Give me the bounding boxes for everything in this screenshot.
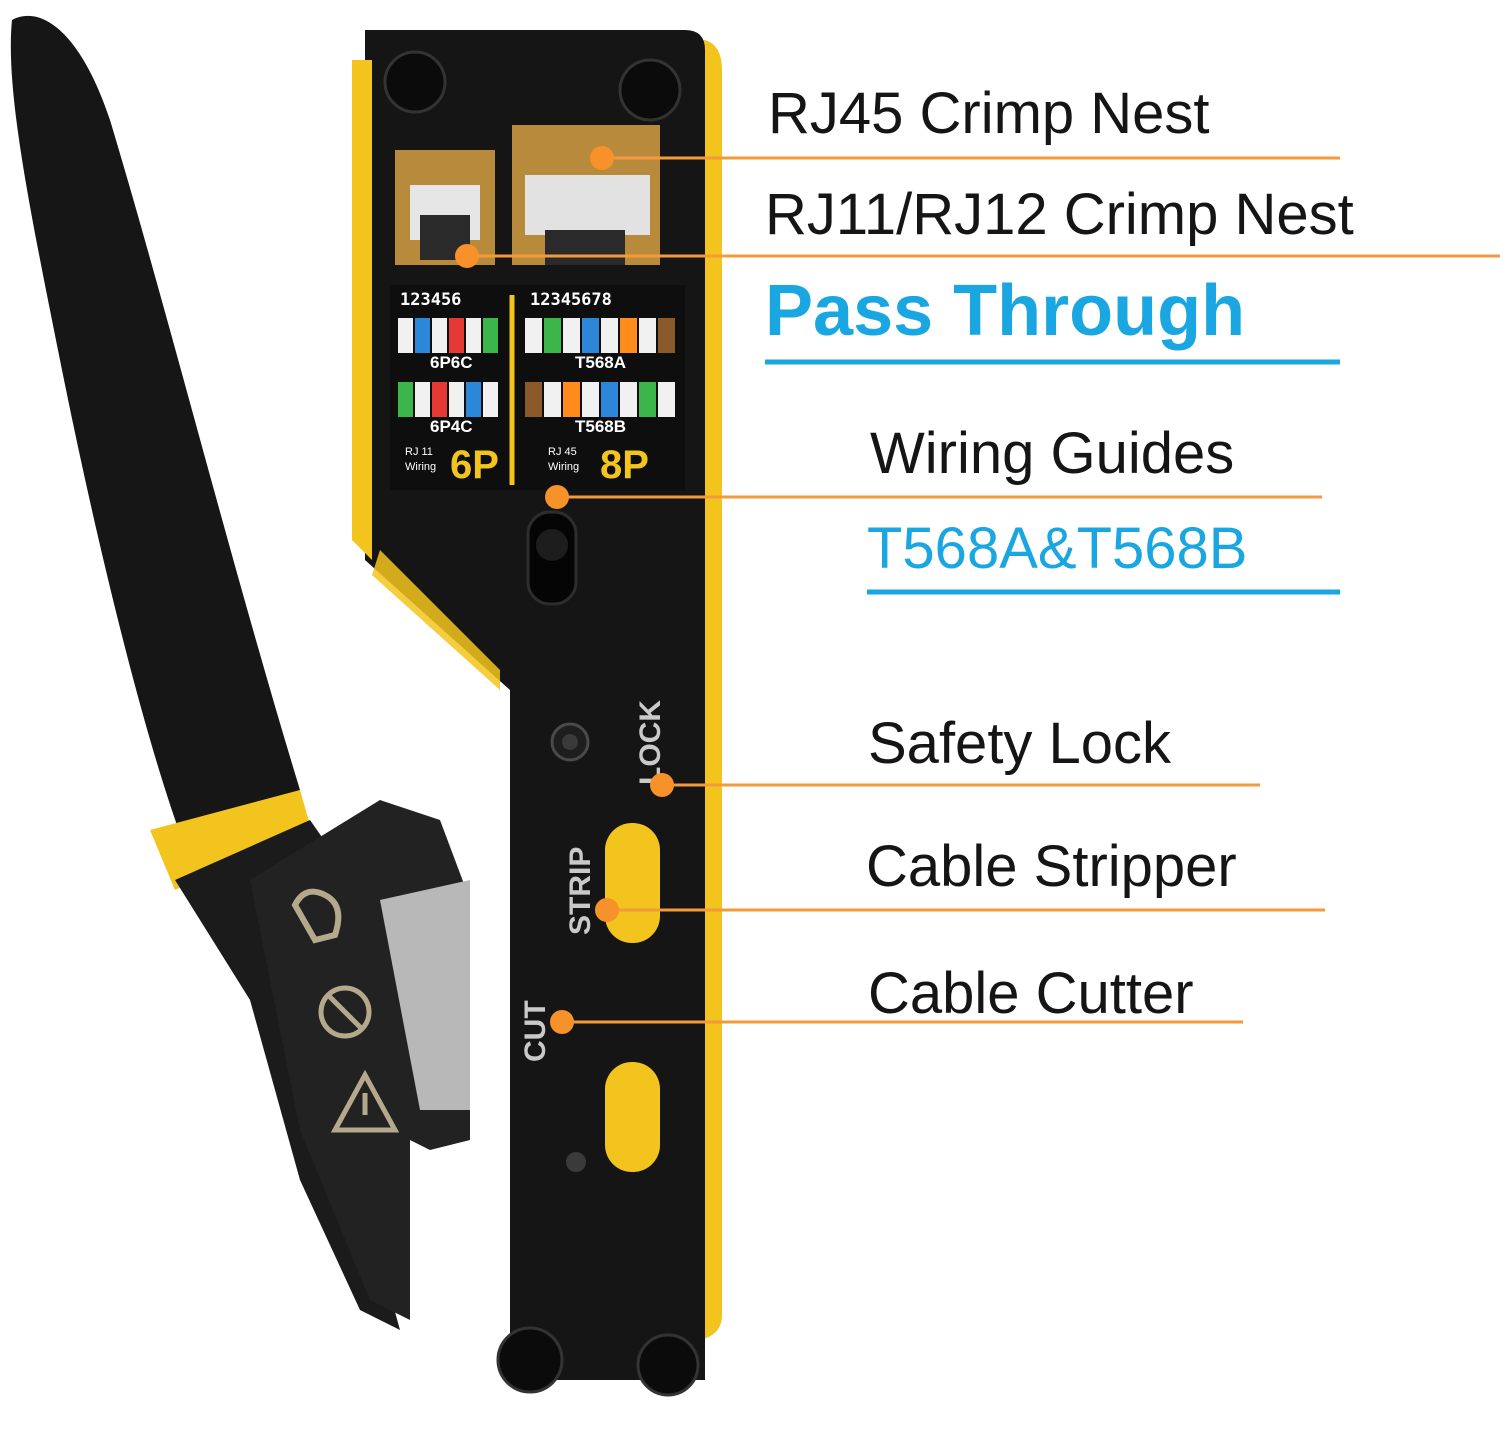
cut-pad xyxy=(605,1062,660,1172)
wire-stripe xyxy=(432,318,447,353)
cable-icon xyxy=(291,888,342,944)
callout-dots xyxy=(455,146,674,1034)
warning-icon xyxy=(330,1069,400,1133)
pass-through-heading: Pass Through xyxy=(765,271,1246,351)
wire-stripe xyxy=(449,382,464,417)
wire-stripe xyxy=(415,382,430,417)
wiring-small-label-8: Wiring xyxy=(548,461,579,473)
cable-stripper-label: Cable Stripper xyxy=(866,834,1237,899)
wiring-guide-card: 12345678 123456 T568A T568B 6P6C 6P4C 8P… xyxy=(390,285,685,490)
wire-stripe xyxy=(483,382,498,417)
wire-stripe xyxy=(582,382,599,417)
wire-stripe xyxy=(563,318,580,353)
cut-label: CUT xyxy=(519,1000,552,1062)
rj45-small-label: RJ 45 xyxy=(548,446,577,458)
t568a-label: T568A xyxy=(575,353,626,372)
wire-stripe xyxy=(466,382,481,417)
crimp-nests xyxy=(395,125,660,265)
lock-label: LOCK xyxy=(634,700,667,785)
leader-lines xyxy=(467,156,1500,1024)
wire-stripe xyxy=(620,318,637,353)
jaw-plate xyxy=(250,800,470,1320)
wire-stripe xyxy=(432,382,447,417)
cable-cutter-label: Cable Cutter xyxy=(868,961,1194,1026)
p6c4-label: 6P4C xyxy=(430,417,473,436)
wire-stripe xyxy=(466,318,481,353)
wire-stripe xyxy=(601,382,618,417)
wire-stripe xyxy=(544,382,561,417)
label-8p: 8P xyxy=(600,443,649,487)
wire-stripe xyxy=(525,318,542,353)
rj45-crimp-nest-label: RJ45 Crimp Nest xyxy=(768,81,1210,146)
blue-underlines xyxy=(765,359,1340,595)
wire-stripe xyxy=(449,318,464,353)
wire-stripe xyxy=(483,318,498,353)
strip-label: STRIP xyxy=(564,847,597,935)
p6c6-label: 6P6C xyxy=(430,353,473,372)
t568-standards-label: T568A&T568B xyxy=(867,516,1248,581)
wire-stripe xyxy=(415,318,430,353)
wire-stripe xyxy=(398,382,413,417)
wire-stripe xyxy=(398,318,413,353)
wire-stripe xyxy=(563,382,580,417)
pin-numbers-8: 12345678 xyxy=(530,290,612,310)
wiring-guides-label: Wiring Guides xyxy=(870,421,1235,486)
wire-stripe xyxy=(582,318,599,353)
t568b-label: T568B xyxy=(575,417,626,436)
rj11-crimp-nest-label: RJ11/RJ12 Crimp Nest xyxy=(765,182,1354,247)
no-shock-icon xyxy=(318,985,372,1039)
wire-stripe xyxy=(639,382,656,417)
safety-lock-label: Safety Lock xyxy=(868,711,1172,776)
pin-numbers-6: 123456 xyxy=(400,290,461,310)
label-6p: 6P xyxy=(450,443,499,487)
rivets xyxy=(383,50,700,1397)
wire-stripe xyxy=(639,318,656,353)
wire-stripe xyxy=(658,318,675,353)
wire-stripe xyxy=(544,318,561,353)
rj11-small-label: RJ 11 xyxy=(405,446,433,458)
wire-stripe xyxy=(525,382,542,417)
small-rivet xyxy=(566,1152,586,1172)
blade xyxy=(380,880,470,1110)
wire-stripe xyxy=(658,382,675,417)
strip-pad xyxy=(605,823,660,943)
wire-stripe xyxy=(601,318,618,353)
wiring-small-label-6: Wiring xyxy=(405,461,436,473)
lock-screw xyxy=(550,722,590,762)
slider-switch xyxy=(526,510,578,606)
wire-stripe xyxy=(620,382,637,417)
